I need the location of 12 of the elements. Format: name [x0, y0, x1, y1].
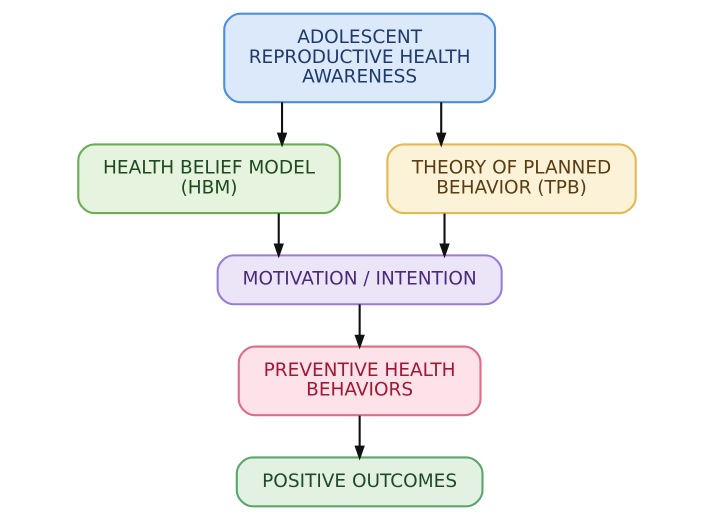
arrow	[436, 102, 446, 148]
arrow	[273, 214, 284, 258]
node-box: POSITIVE OUTCOMES	[235, 456, 484, 508]
node-box: ADOLESCENT REPRODUCTIVE HEALTH AWARENESS	[222, 12, 496, 104]
arrow	[354, 304, 364, 350]
node-box: THEORY OF PLANNED BEHAVIOR (TPB)	[386, 143, 636, 214]
node-box: HEALTH BELIEF MODEL (HBM)	[76, 143, 340, 214]
arrow	[354, 416, 364, 460]
node-box: MOTIVATION / INTENTION	[216, 254, 502, 306]
arrow	[276, 102, 287, 148]
node-box: PREVENTIVE HEALTH BEHAVIORS	[237, 345, 482, 416]
arrow	[438, 214, 450, 258]
